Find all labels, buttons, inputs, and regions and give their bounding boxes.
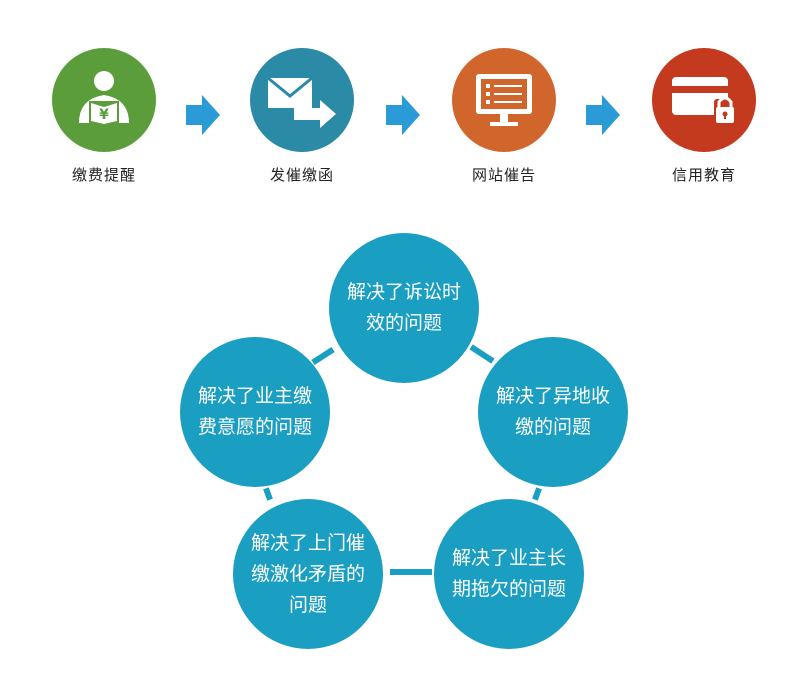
arrow-right-icon <box>186 95 220 135</box>
step-send-notice: 发催缴函 <box>232 48 372 185</box>
mail-send-icon <box>267 76 336 128</box>
svg-text:¥: ¥ <box>99 107 109 123</box>
bubble-text: 解决了业主缴费意愿的问题 <box>197 385 312 438</box>
step-label: 网站催告 <box>471 166 536 184</box>
connector-line <box>469 344 495 364</box>
step-circle <box>250 48 354 152</box>
monitor-list-icon <box>476 74 532 126</box>
reader-yen-icon: ¥ <box>79 71 129 124</box>
step-credit-education: 信用教育 <box>634 48 774 185</box>
card-lock-icon <box>672 77 736 123</box>
connector-line <box>390 569 432 575</box>
arrow-right-icon <box>586 95 620 135</box>
bubble-remote-collection: 解决了异地收缴的问题 <box>478 337 628 487</box>
arrow-right-icon <box>386 95 420 135</box>
step-circle <box>452 48 556 152</box>
step-payment-reminder: ¥ 缴费提醒 <box>34 48 174 185</box>
step-circle: ¥ <box>52 48 156 152</box>
bubble-door-to-door-conflict: 解决了上门催缴激化矛盾的问题 <box>233 499 383 649</box>
step-label: 发催缴函 <box>269 166 334 184</box>
step-label: 缴费提醒 <box>71 166 136 184</box>
connector-line <box>532 487 542 501</box>
bubble-long-term-arrears: 解决了业主长期拖欠的问题 <box>434 499 584 649</box>
bubble-payment-willingness: 解决了业主缴费意愿的问题 <box>180 337 330 487</box>
step-website-notice: 网站催告 <box>434 48 574 185</box>
bubble-statute-limitation: 解决了诉讼时效的问题 <box>329 233 479 383</box>
bubble-text: 解决了诉讼时效的问题 <box>346 281 461 334</box>
connector-line <box>311 346 335 366</box>
bubble-text: 解决了异地收缴的问题 <box>495 385 610 438</box>
connector-line <box>263 487 273 501</box>
bubble-text: 解决了业主长期拖欠的问题 <box>451 547 566 600</box>
step-label: 信用教育 <box>671 166 736 184</box>
step-circle <box>652 48 756 152</box>
bubble-text: 解决了上门催缴激化矛盾的问题 <box>250 531 365 616</box>
